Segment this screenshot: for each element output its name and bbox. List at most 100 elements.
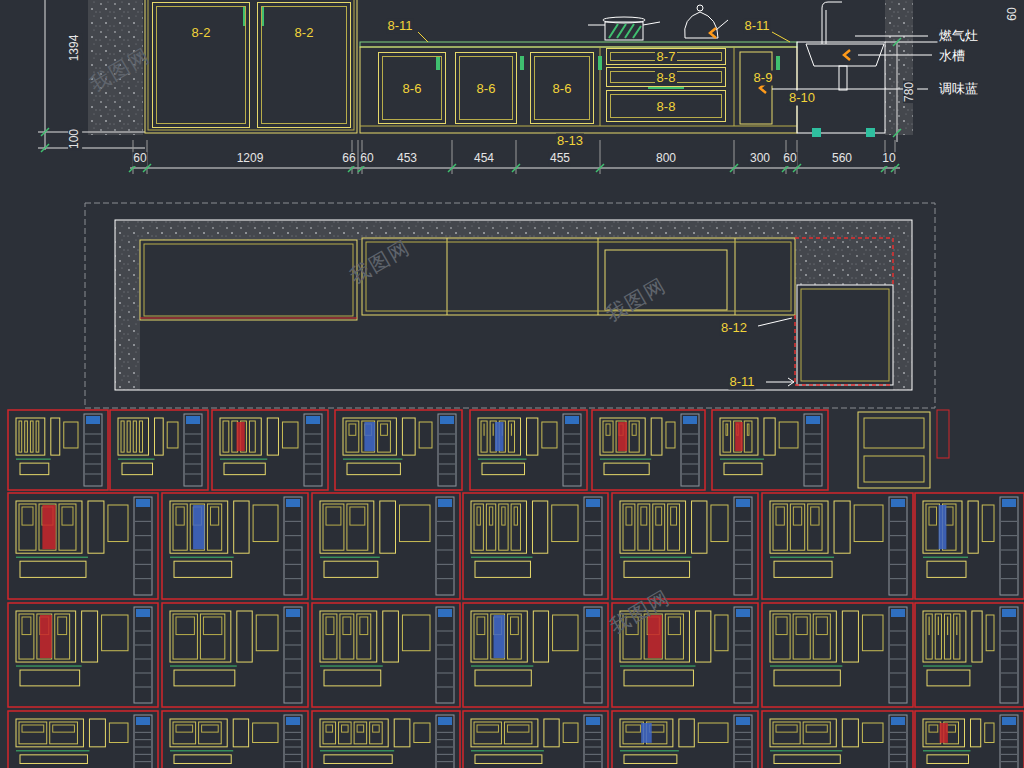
drawing-line (935, 614, 941, 659)
drawing-line (16, 750, 89, 751)
drawing-line (805, 474, 821, 475)
drawing-line (25, 421, 28, 452)
drawing-line (585, 673, 601, 674)
drawing-line (207, 504, 221, 550)
drawing-line (793, 614, 810, 659)
drawing-line (735, 739, 751, 740)
drawing-line (304, 414, 322, 486)
drawing-line (1000, 497, 1018, 595)
drawing-line (22, 507, 33, 525)
drawing-line (437, 535, 453, 536)
drawing-line (797, 42, 885, 133)
drawing-line (437, 732, 453, 733)
drawing-line (656, 507, 662, 525)
drawing-line (135, 747, 151, 748)
drawing-line (947, 725, 956, 732)
drawing-line (362, 421, 375, 452)
drawing-line (253, 723, 278, 742)
drawing-line (482, 463, 525, 475)
drawing-line (858, 55, 932, 56)
drawing-line (170, 666, 237, 667)
drawing-line (735, 578, 751, 579)
drawing-line (220, 418, 261, 455)
drawing-line (437, 739, 453, 740)
drawing-line (439, 454, 455, 455)
drawing-line (474, 614, 488, 659)
dimension-text: 100 (68, 128, 82, 150)
drawing-line (564, 474, 580, 475)
drawing-line (286, 717, 300, 725)
drawing-line (563, 723, 578, 742)
drawing-line (343, 418, 396, 455)
dimension-text: 1209 (236, 152, 265, 166)
drawing-line (437, 578, 453, 579)
drawing-line (121, 421, 124, 452)
drawing-line (937, 410, 949, 458)
drawing-line (343, 459, 402, 460)
drawing-line (716, 20, 728, 30)
drawing-line (19, 421, 22, 452)
drawing-line (115, 240, 140, 390)
drawing-line (170, 501, 228, 553)
drawing-line (8, 711, 158, 768)
drawing-line (484, 424, 485, 435)
drawing-line (915, 711, 1024, 768)
drawing-line (16, 611, 76, 662)
drawing-line (373, 725, 380, 732)
callout-number: 8-6 (475, 81, 498, 96)
drawing-line (735, 761, 751, 762)
drawing-line (323, 504, 344, 550)
drawing-line (885, 0, 913, 135)
drawing-line (805, 464, 821, 465)
drawing-line (463, 711, 608, 768)
drawing-line (357, 614, 371, 659)
callout-number: 8-8 (655, 99, 678, 114)
drawing-line (638, 504, 650, 550)
drawing-line (671, 507, 677, 525)
drawing-line (148, 0, 354, 130)
drawing-line (8, 711, 158, 768)
drawing-line (349, 424, 356, 435)
drawing-line (324, 561, 378, 577)
drawing-line (641, 723, 652, 743)
drawing-line (343, 617, 351, 635)
drawing-line (890, 631, 906, 632)
drawing-line (185, 444, 201, 445)
drawing-line (486, 504, 495, 550)
drawing-line (926, 614, 932, 659)
drawing-line (774, 755, 840, 764)
drawing-line (770, 719, 836, 747)
drawing-line (110, 410, 208, 490)
drawing-line (22, 725, 44, 732)
drawing-line (585, 732, 601, 733)
dimension-text: 66 (341, 152, 356, 166)
drawing-line (186, 416, 200, 424)
drawing-line (437, 747, 453, 748)
drawing-line (586, 717, 600, 725)
drawing-line (436, 715, 454, 768)
drawing-line (790, 504, 804, 550)
drawing-line (438, 499, 452, 507)
drawing-line (41, 128, 49, 152)
drawing-line (471, 719, 538, 747)
drawing-line (864, 418, 924, 448)
drawing-line (419, 422, 432, 448)
dimension-text: 800 (655, 152, 677, 166)
drawing-line (284, 497, 302, 595)
drawing-line (463, 603, 608, 707)
drawing-line (504, 722, 531, 744)
drawing-line (286, 609, 300, 617)
drawing-line (507, 725, 528, 732)
drawing-line (681, 414, 699, 486)
drawing-line (585, 578, 601, 579)
drawing-line (776, 617, 787, 635)
dimension-text: 60 (782, 152, 797, 166)
drawing-line (306, 416, 320, 424)
drawing-line (474, 504, 483, 550)
drawing-line (33, 424, 34, 435)
drawing-line (923, 666, 972, 667)
drawing-line (891, 717, 905, 725)
drawing-line (320, 611, 377, 662)
drawing-line (347, 504, 368, 550)
dimension-text: 1394 (68, 34, 82, 63)
